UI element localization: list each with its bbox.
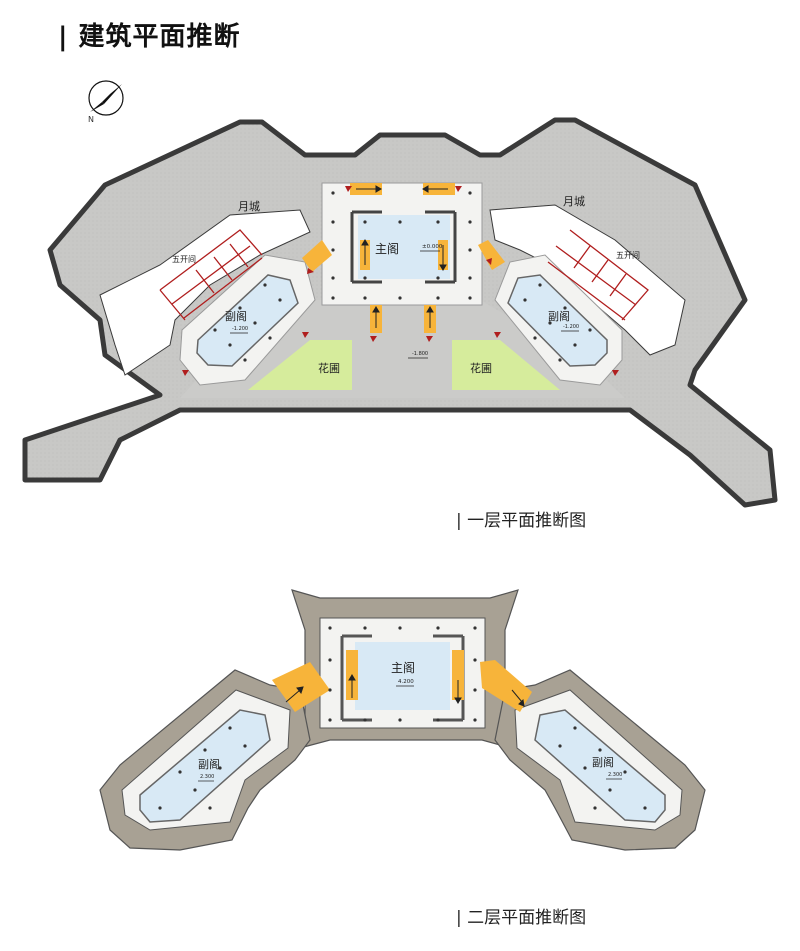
- moon-city-left: [99, 209, 311, 376]
- moon-city-left-label: 月城: [238, 200, 260, 213]
- elevation-court: -1.800: [412, 351, 428, 357]
- garden-right: [452, 340, 560, 390]
- page-title: | 建筑平面推断: [58, 22, 241, 52]
- side-pavilion-left-label: 副阁: [225, 309, 247, 323]
- compass-north-label: N: [88, 115, 94, 124]
- floor2-caption: | 二层平面推断图: [456, 908, 587, 928]
- moon-city-right: [489, 204, 686, 356]
- side-pavilion-left-room: [196, 274, 299, 367]
- garden-right-label: 花圃: [470, 362, 492, 375]
- floor1-columns: [213, 191, 592, 362]
- five-bay-right-label: 五开间: [616, 251, 640, 260]
- side-pavilion-right-room-f2: [534, 709, 666, 823]
- main-pavilion-room-f2: [355, 642, 450, 710]
- five-bay-left-label: 五开间: [172, 255, 196, 264]
- side-pavilion-left-room-f2: [139, 709, 271, 823]
- floor2-plan: 主阁 副阁 副阁 4.200 2.300 2.300: [99, 589, 706, 851]
- main-pavilion-room: [358, 215, 450, 279]
- floor2-direction-arrows: [285, 674, 525, 707]
- garden-left: [248, 340, 352, 390]
- elevation-side-right: -1.200: [563, 324, 579, 330]
- compass-icon: [88, 80, 124, 116]
- elevation-main-f2: 4.200: [398, 679, 414, 685]
- floor1-direction-arrows: [356, 185, 448, 328]
- side-pavilion-right-label-f2: 副阁: [592, 755, 614, 769]
- floor1-caption: | 一层平面推断图: [456, 511, 587, 531]
- floor2-columns: [158, 626, 647, 810]
- elevation-side-left-f2: 2.300: [200, 774, 214, 780]
- floor1-plan: 月城 月城 五开间 五开间 主阁 副阁 副阁 花圃 花圃 ±0.000 -1.2…: [22, 117, 778, 508]
- main-pavilion-label-f2: 主阁: [391, 661, 415, 675]
- elevation-main: ±0.000: [422, 244, 443, 250]
- elevation-side-left: -1.200: [232, 326, 248, 332]
- entrance-markers: [182, 186, 619, 376]
- garden-left-label: 花圃: [318, 362, 340, 375]
- main-pavilion-label: 主阁: [375, 242, 399, 256]
- five-bay-left-outline: [159, 229, 263, 321]
- side-pavilion-right-room: [507, 274, 608, 367]
- side-pavilion-right-label: 副阁: [548, 309, 570, 323]
- elevation-side-right-f2: 2.300: [608, 772, 622, 778]
- moon-city-right-label: 月城: [563, 195, 585, 208]
- side-pavilion-left-label-f2: 副阁: [198, 757, 220, 771]
